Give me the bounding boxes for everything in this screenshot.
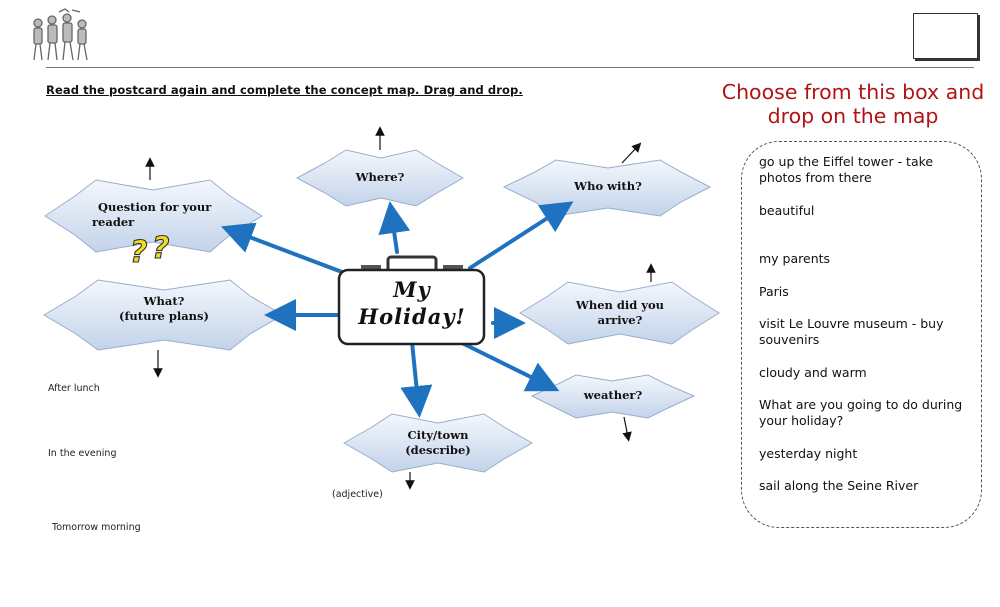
node-when-line2: arrive? — [597, 313, 643, 327]
node-where: Where? — [355, 170, 405, 184]
node-when-shape — [519, 281, 720, 345]
label-in-the-evening: In the evening — [48, 448, 117, 459]
node-question-line2: reader — [92, 215, 135, 229]
node-city-line2: (describe) — [405, 443, 471, 457]
draggable-answer[interactable]: Paris — [759, 284, 789, 299]
node-city: City/town (describe) — [378, 428, 498, 458]
instruction-text: Read the postcard again and complete the… — [46, 83, 523, 97]
draggable-answer[interactable]: sail along the Seine River — [759, 478, 919, 493]
choose-title-line2: drop on the map — [767, 104, 939, 128]
svg-text:?: ? — [130, 235, 147, 270]
draggable-answer[interactable]: yesterday night — [759, 446, 858, 461]
draggable-answer[interactable]: visit Le Louvre museum - buy souvenirs — [759, 316, 944, 347]
draggable-answer[interactable]: my parents — [759, 251, 831, 266]
connector-where — [378, 201, 411, 254]
answer-bank — [741, 141, 982, 528]
draggable-answer[interactable]: What are you going to do during your hol… — [759, 397, 963, 428]
draggable-answer[interactable]: go up the Eiffel tower - take photos fro… — [759, 154, 934, 185]
choose-title: Choose from this box and drop on the map — [712, 80, 994, 128]
node-question: Question for your reader — [92, 200, 212, 230]
label-adjective: (adjective) — [332, 489, 383, 500]
node-what-line2: (future plans) — [119, 309, 209, 323]
choose-title-line1: Choose from this box and — [721, 80, 985, 104]
node-city-line1: City/town — [407, 428, 469, 442]
node-what: What? (future plans) — [104, 294, 224, 324]
connector-weather — [460, 341, 560, 392]
connector-who — [468, 201, 574, 270]
label-tomorrow-morning: Tomorrow morning — [52, 522, 141, 533]
concept-map: ? ? — [43, 126, 720, 490]
node-city-shape — [342, 413, 534, 473]
people-group-icon — [33, 8, 88, 61]
svg-text:?: ? — [152, 231, 169, 266]
suitcase-icon — [337, 255, 486, 346]
node-weather-shape — [530, 374, 696, 419]
center-title: My Holiday! — [340, 276, 484, 330]
center-title-line2: Holiday! — [358, 304, 466, 329]
node-weather: weather? — [583, 388, 643, 402]
node-what-line1: What? — [143, 294, 185, 308]
node-where-shape — [295, 149, 465, 207]
arrow-weather-down — [622, 416, 632, 442]
draggable-answer[interactable]: cloudy and warm — [759, 365, 867, 380]
connector-question — [221, 222, 344, 274]
question-marks-icon: ? ? — [129, 230, 170, 270]
draggable-answer[interactable]: beautiful — [759, 203, 815, 218]
node-question-line1: Question for your — [98, 200, 212, 214]
score-box — [913, 13, 978, 59]
label-after-lunch: After lunch — [48, 383, 100, 394]
connector-city — [400, 340, 433, 418]
node-who-with: Who with? — [574, 179, 642, 193]
node-when: When did you arrive? — [560, 298, 680, 328]
node-question-shape — [44, 179, 263, 253]
header-divider — [46, 67, 974, 68]
arrow-who-up — [621, 142, 642, 164]
center-title-line1: My — [393, 277, 431, 302]
node-when-line1: When did you — [575, 298, 665, 312]
